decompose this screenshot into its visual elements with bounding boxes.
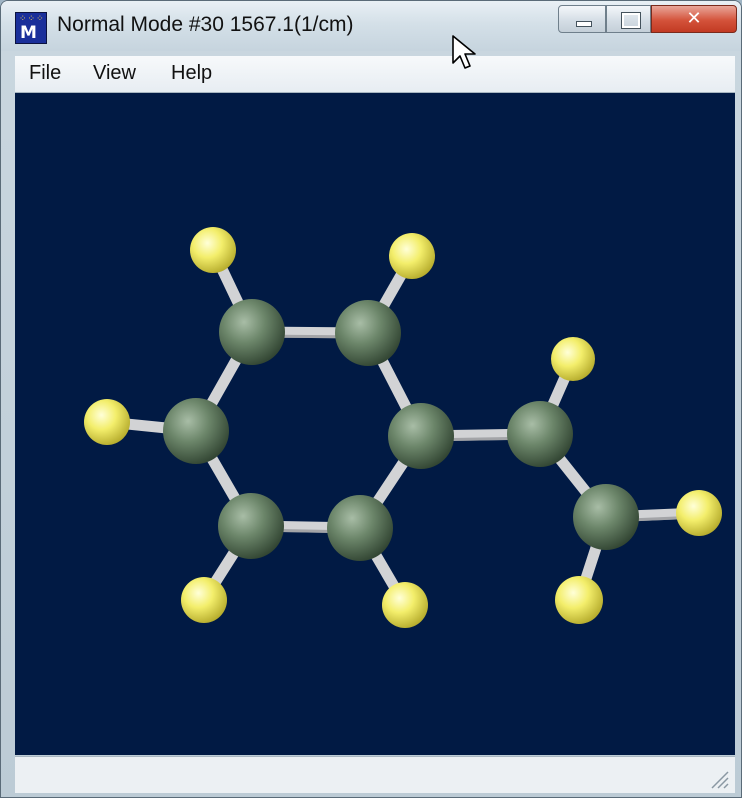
mouse-pointer-icon (452, 35, 476, 69)
hydrogen-atoms (84, 227, 722, 628)
maximize-icon (621, 12, 641, 29)
molecule-canvas[interactable] (15, 93, 735, 755)
molecule-viewport[interactable] (15, 93, 735, 755)
carbon-atom (327, 495, 393, 561)
close-icon: ✕ (686, 8, 702, 29)
hydrogen-atom (551, 337, 595, 381)
carbon-atom (507, 401, 573, 467)
carbon-atoms (163, 299, 639, 561)
carbon-atom (219, 299, 285, 365)
hydrogen-atom (181, 577, 227, 623)
menu-bar: File View Help (15, 56, 735, 93)
hydrogen-atom (676, 490, 722, 536)
carbon-atom (388, 403, 454, 469)
minimize-icon (576, 21, 592, 27)
resize-grip-icon[interactable] (707, 767, 729, 789)
hydrogen-atom (84, 399, 130, 445)
status-bar (15, 756, 735, 793)
window-title: Normal Mode #30 1567.1(1/cm) (57, 13, 354, 36)
menu-file[interactable]: File (29, 62, 62, 84)
close-button[interactable]: ✕ (651, 5, 737, 33)
hydrogen-atom (190, 227, 236, 273)
menu-view[interactable]: View (93, 62, 136, 84)
carbon-atom (163, 398, 229, 464)
app-icon[interactable]: ⁘⁘⁘ M (15, 12, 47, 44)
carbon-atom (218, 493, 284, 559)
menu-help[interactable]: Help (171, 62, 213, 84)
carbon-atom (573, 484, 639, 550)
hydrogen-atom (389, 233, 435, 279)
hydrogen-atom (555, 576, 603, 624)
maximize-button[interactable] (606, 5, 651, 33)
minimize-button[interactable] (558, 5, 606, 33)
title-bar[interactable]: ⁘⁘⁘ M Normal Mode #30 1567.1(1/cm) ✕ (1, 1, 741, 51)
carbon-atom (335, 300, 401, 366)
hydrogen-atom (382, 582, 428, 628)
